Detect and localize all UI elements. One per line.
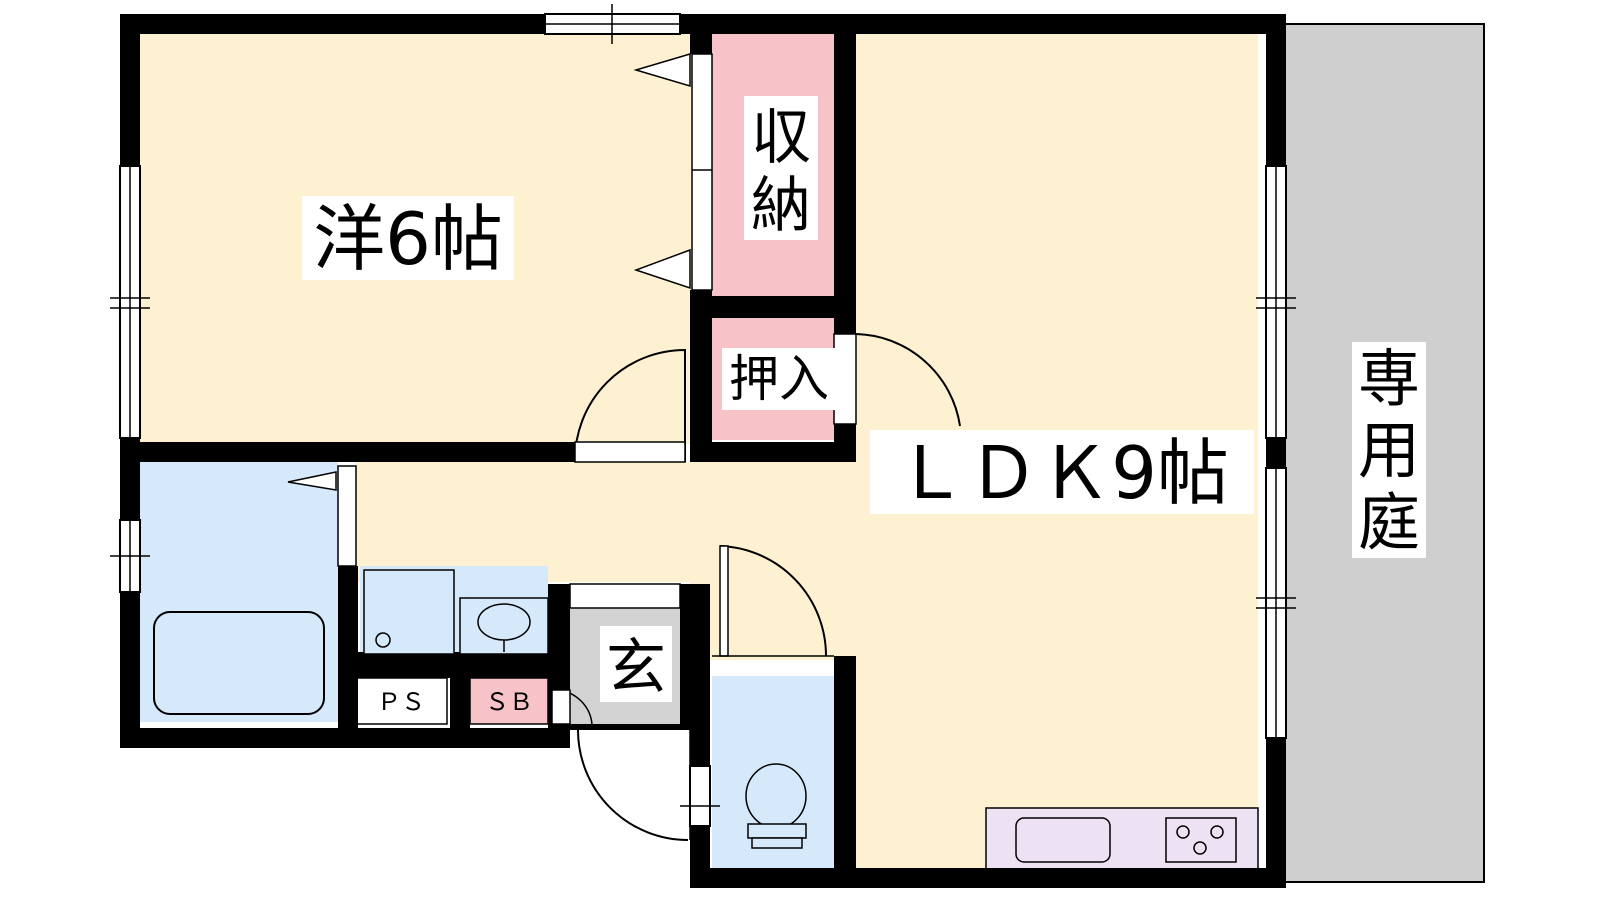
ldk-label: ＬＤＫ9帖 <box>895 431 1229 515</box>
pipe-space-label: ＰＳ <box>377 688 425 716</box>
stove <box>1165 817 1237 863</box>
bathtub <box>153 611 325 715</box>
doors <box>287 333 961 841</box>
hallway-floor-lower <box>690 540 860 660</box>
windows <box>110 4 1296 827</box>
storage-label-bottom: 納 <box>751 171 811 241</box>
western-room-label: 洋6帖 <box>313 197 503 281</box>
walls <box>120 14 1286 888</box>
garden-label-1: 専 <box>1358 342 1420 415</box>
entrance-label: 玄 <box>606 633 666 703</box>
shoe-box-label: ＳＢ <box>485 688 533 716</box>
kitchen-sink <box>1015 817 1111 863</box>
drain-icon <box>375 632 391 648</box>
storage-doors <box>633 52 713 291</box>
washing-machine-space <box>363 569 455 655</box>
garden-label-3: 庭 <box>1358 486 1420 559</box>
fixtures <box>153 569 1237 863</box>
sink-basin <box>477 603 531 641</box>
toilet-tank <box>747 823 807 839</box>
closet-label: 押入 <box>729 350 829 408</box>
storage-label-top: 収 <box>751 103 811 173</box>
toilet-bowl <box>745 763 807 829</box>
shoe-box-box <box>469 677 549 725</box>
garden-label-2: 用 <box>1358 414 1420 487</box>
